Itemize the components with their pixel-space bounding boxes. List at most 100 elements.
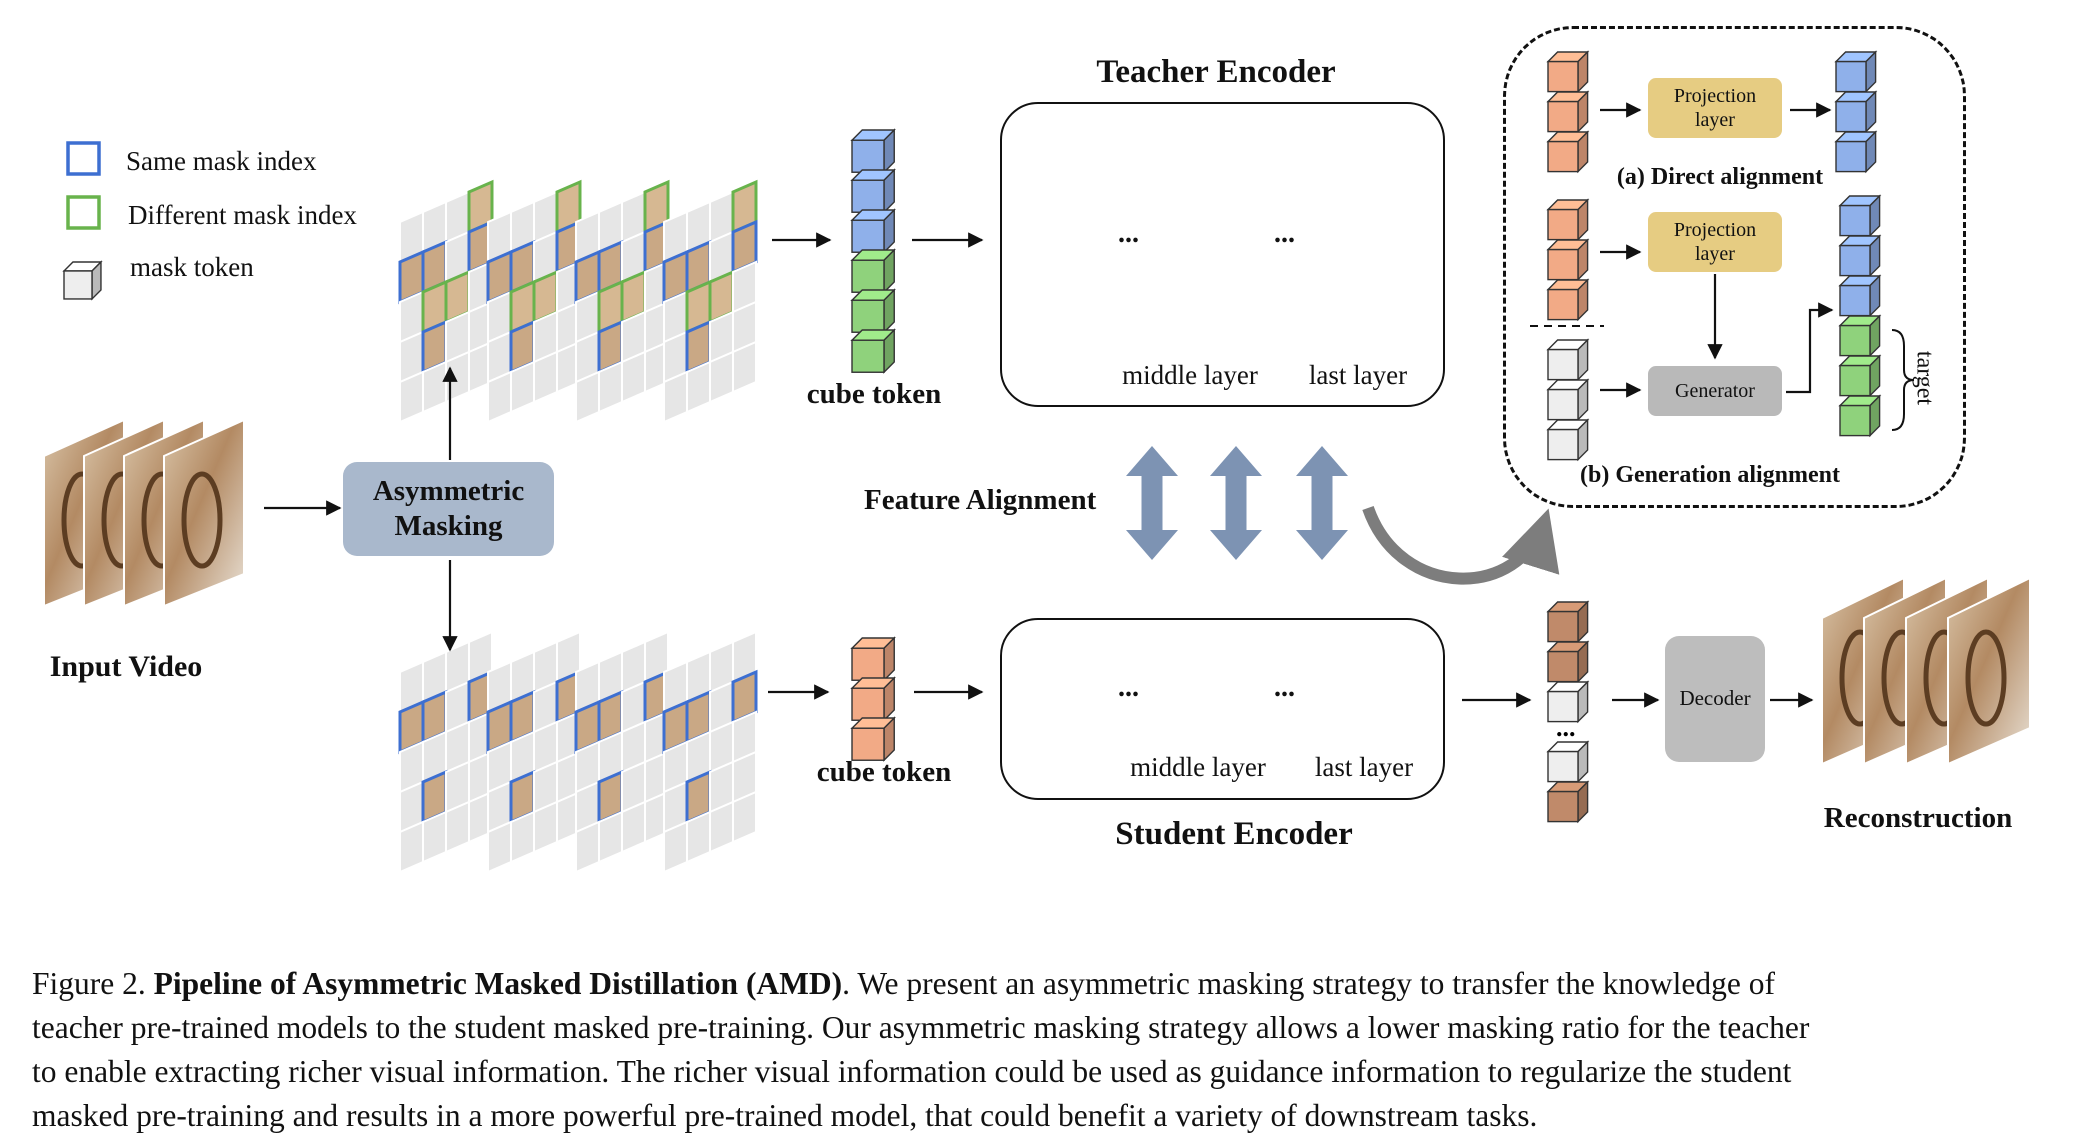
panel-b-arrow-gen-out [1786, 302, 1834, 394]
teacher-mask-cell [510, 360, 535, 414]
student-mask-cell [533, 800, 558, 854]
teacher-mask-cell [487, 370, 512, 424]
student-ellipsis-2: ... [1274, 672, 1295, 703]
teacher-mask-cell [422, 360, 447, 414]
panel-a-teacher-token [1835, 140, 1867, 173]
legend-different-mask: Different mask index [128, 200, 357, 230]
teacher-ellipsis-1: ... [1118, 218, 1139, 249]
legend-same-mask: Same mask index [126, 146, 317, 176]
student-cube-token [851, 647, 885, 681]
figure-drawing: ... [43, 50, 2031, 874]
pipeline-figure: ... Same mask index Different mask index… [43, 26, 2031, 874]
panel-b-target-token [1839, 324, 1871, 357]
projection-layer-box-b: Projection layer [1648, 212, 1782, 272]
target-label: target [1911, 350, 1938, 406]
legend-mask-token-icon [63, 270, 93, 300]
projection-layer-box-a: Projection layer [1648, 78, 1782, 138]
teacher-mask-cell [533, 350, 558, 404]
student-mask-cell [575, 820, 600, 874]
student-mask-cell [445, 800, 470, 854]
caption-line-1: Figure 2. Pipeline of Asymmetric Masked … [32, 962, 2052, 1006]
decoder-mask-token [1547, 690, 1579, 723]
teacher-cube-token-label: cube token [806, 378, 942, 410]
student-encoder-box [1000, 618, 1445, 800]
target-brace [1891, 329, 1915, 431]
legend-mask-token: mask token [130, 252, 254, 282]
panel-a-student-token [1547, 140, 1579, 173]
reconstruction-label: Reconstruction [1823, 802, 2013, 834]
decoder-input-token [1547, 790, 1579, 823]
teacher-mask-cell [709, 350, 734, 404]
generation-alignment-label: (b) Generation alignment [1580, 462, 1840, 488]
reconstruction-video-frame-4 [1947, 576, 2031, 766]
panel-b-student-token [1547, 288, 1579, 321]
asymmetric-masking-box: Asymmetric Masking [343, 462, 554, 556]
panel-a-student-token [1547, 100, 1579, 133]
teacher-cube-token [851, 219, 885, 253]
feature-alignment-arrow [1210, 446, 1262, 560]
legend-blue-square-icon [66, 141, 101, 176]
teacher-mask-cell [575, 370, 600, 424]
teacher-cube-token [851, 259, 885, 293]
decoder-input-token [1547, 650, 1579, 683]
feature-alignment-arrow [1126, 446, 1178, 560]
teacher-mask-cell [732, 340, 757, 394]
teacher-mask-cell [686, 360, 711, 414]
panel-a-teacher-token [1835, 100, 1867, 133]
student-mask-cell [732, 790, 757, 844]
input-video-label: Input Video [49, 650, 203, 683]
decoder-mask-token [1547, 750, 1579, 783]
reconstruction-video-detail-4 [1965, 629, 2007, 727]
teacher-middle-layer-label: middle layer [1122, 360, 1258, 390]
teacher-encoder-box [1000, 102, 1445, 407]
teacher-last-layer-label: last layer [1308, 360, 1408, 390]
legend-green-square-icon [66, 195, 101, 230]
student-mask-cell [510, 810, 535, 864]
student-mask-cell [663, 820, 688, 874]
teacher-cube-token [851, 139, 885, 173]
decoder-input-token [1547, 610, 1579, 643]
teacher-cube-token [851, 179, 885, 213]
teacher-mask-cell [399, 370, 424, 424]
decoder-ellipsis: ... [1556, 713, 1576, 742]
caption-prefix: Figure 2. [32, 966, 154, 1001]
direct-alignment-label: (a) Direct alignment [1616, 164, 1824, 190]
teacher-cube-token [851, 299, 885, 333]
caption-line-1-rest: . We present an asymmetric masking strat… [842, 966, 1776, 1001]
teacher-cube-token [851, 339, 885, 373]
panel-b-target-token [1839, 404, 1871, 437]
input-video-detail-4 [181, 471, 223, 569]
teacher-mask-cell [598, 360, 623, 414]
feature-alignment-label: Feature Alignment [864, 484, 1097, 516]
student-mask-cell [709, 800, 734, 854]
input-video-frame-4 [163, 418, 245, 608]
student-mask-cell [686, 810, 711, 864]
generator-box: Generator [1648, 366, 1782, 416]
student-encoder-title: Student Encoder [1115, 816, 1353, 852]
teacher-mask-cell [663, 370, 688, 424]
panel-b-mask-token [1547, 388, 1579, 421]
caption-line-2: teacher pre-trained models to the studen… [32, 1010, 1810, 1045]
teacher-ellipsis-2: ... [1274, 218, 1295, 249]
panel-b-target-token [1839, 364, 1871, 397]
panel-b-mask-token [1547, 348, 1579, 381]
student-cube-token [851, 687, 885, 721]
student-last-layer-label: last layer [1314, 752, 1414, 782]
student-cube-token-label: cube token [816, 756, 952, 788]
student-mask-cell [598, 810, 623, 864]
student-mask-cell [487, 820, 512, 874]
student-mask-cell [621, 800, 646, 854]
teacher-encoder-title: Teacher Encoder [1096, 54, 1336, 90]
teacher-mask-cell [621, 350, 646, 404]
caption-line-4: masked pre-training and results in a mor… [32, 1098, 1538, 1133]
student-cube-token [851, 727, 885, 761]
student-middle-layer-label: middle layer [1130, 752, 1266, 782]
student-mask-cell [399, 820, 424, 874]
feature-alignment-arrow [1296, 446, 1348, 560]
panel-b-teacher-token [1839, 204, 1871, 237]
caption-line-3: to enable extracting richer visual infor… [32, 1054, 1792, 1089]
decoder-box: Decoder [1665, 636, 1765, 762]
caption-title: Pipeline of Asymmetric Masked Distillati… [153, 966, 843, 1001]
student-mask-cell [422, 810, 447, 864]
panel-b-student-token [1547, 208, 1579, 241]
